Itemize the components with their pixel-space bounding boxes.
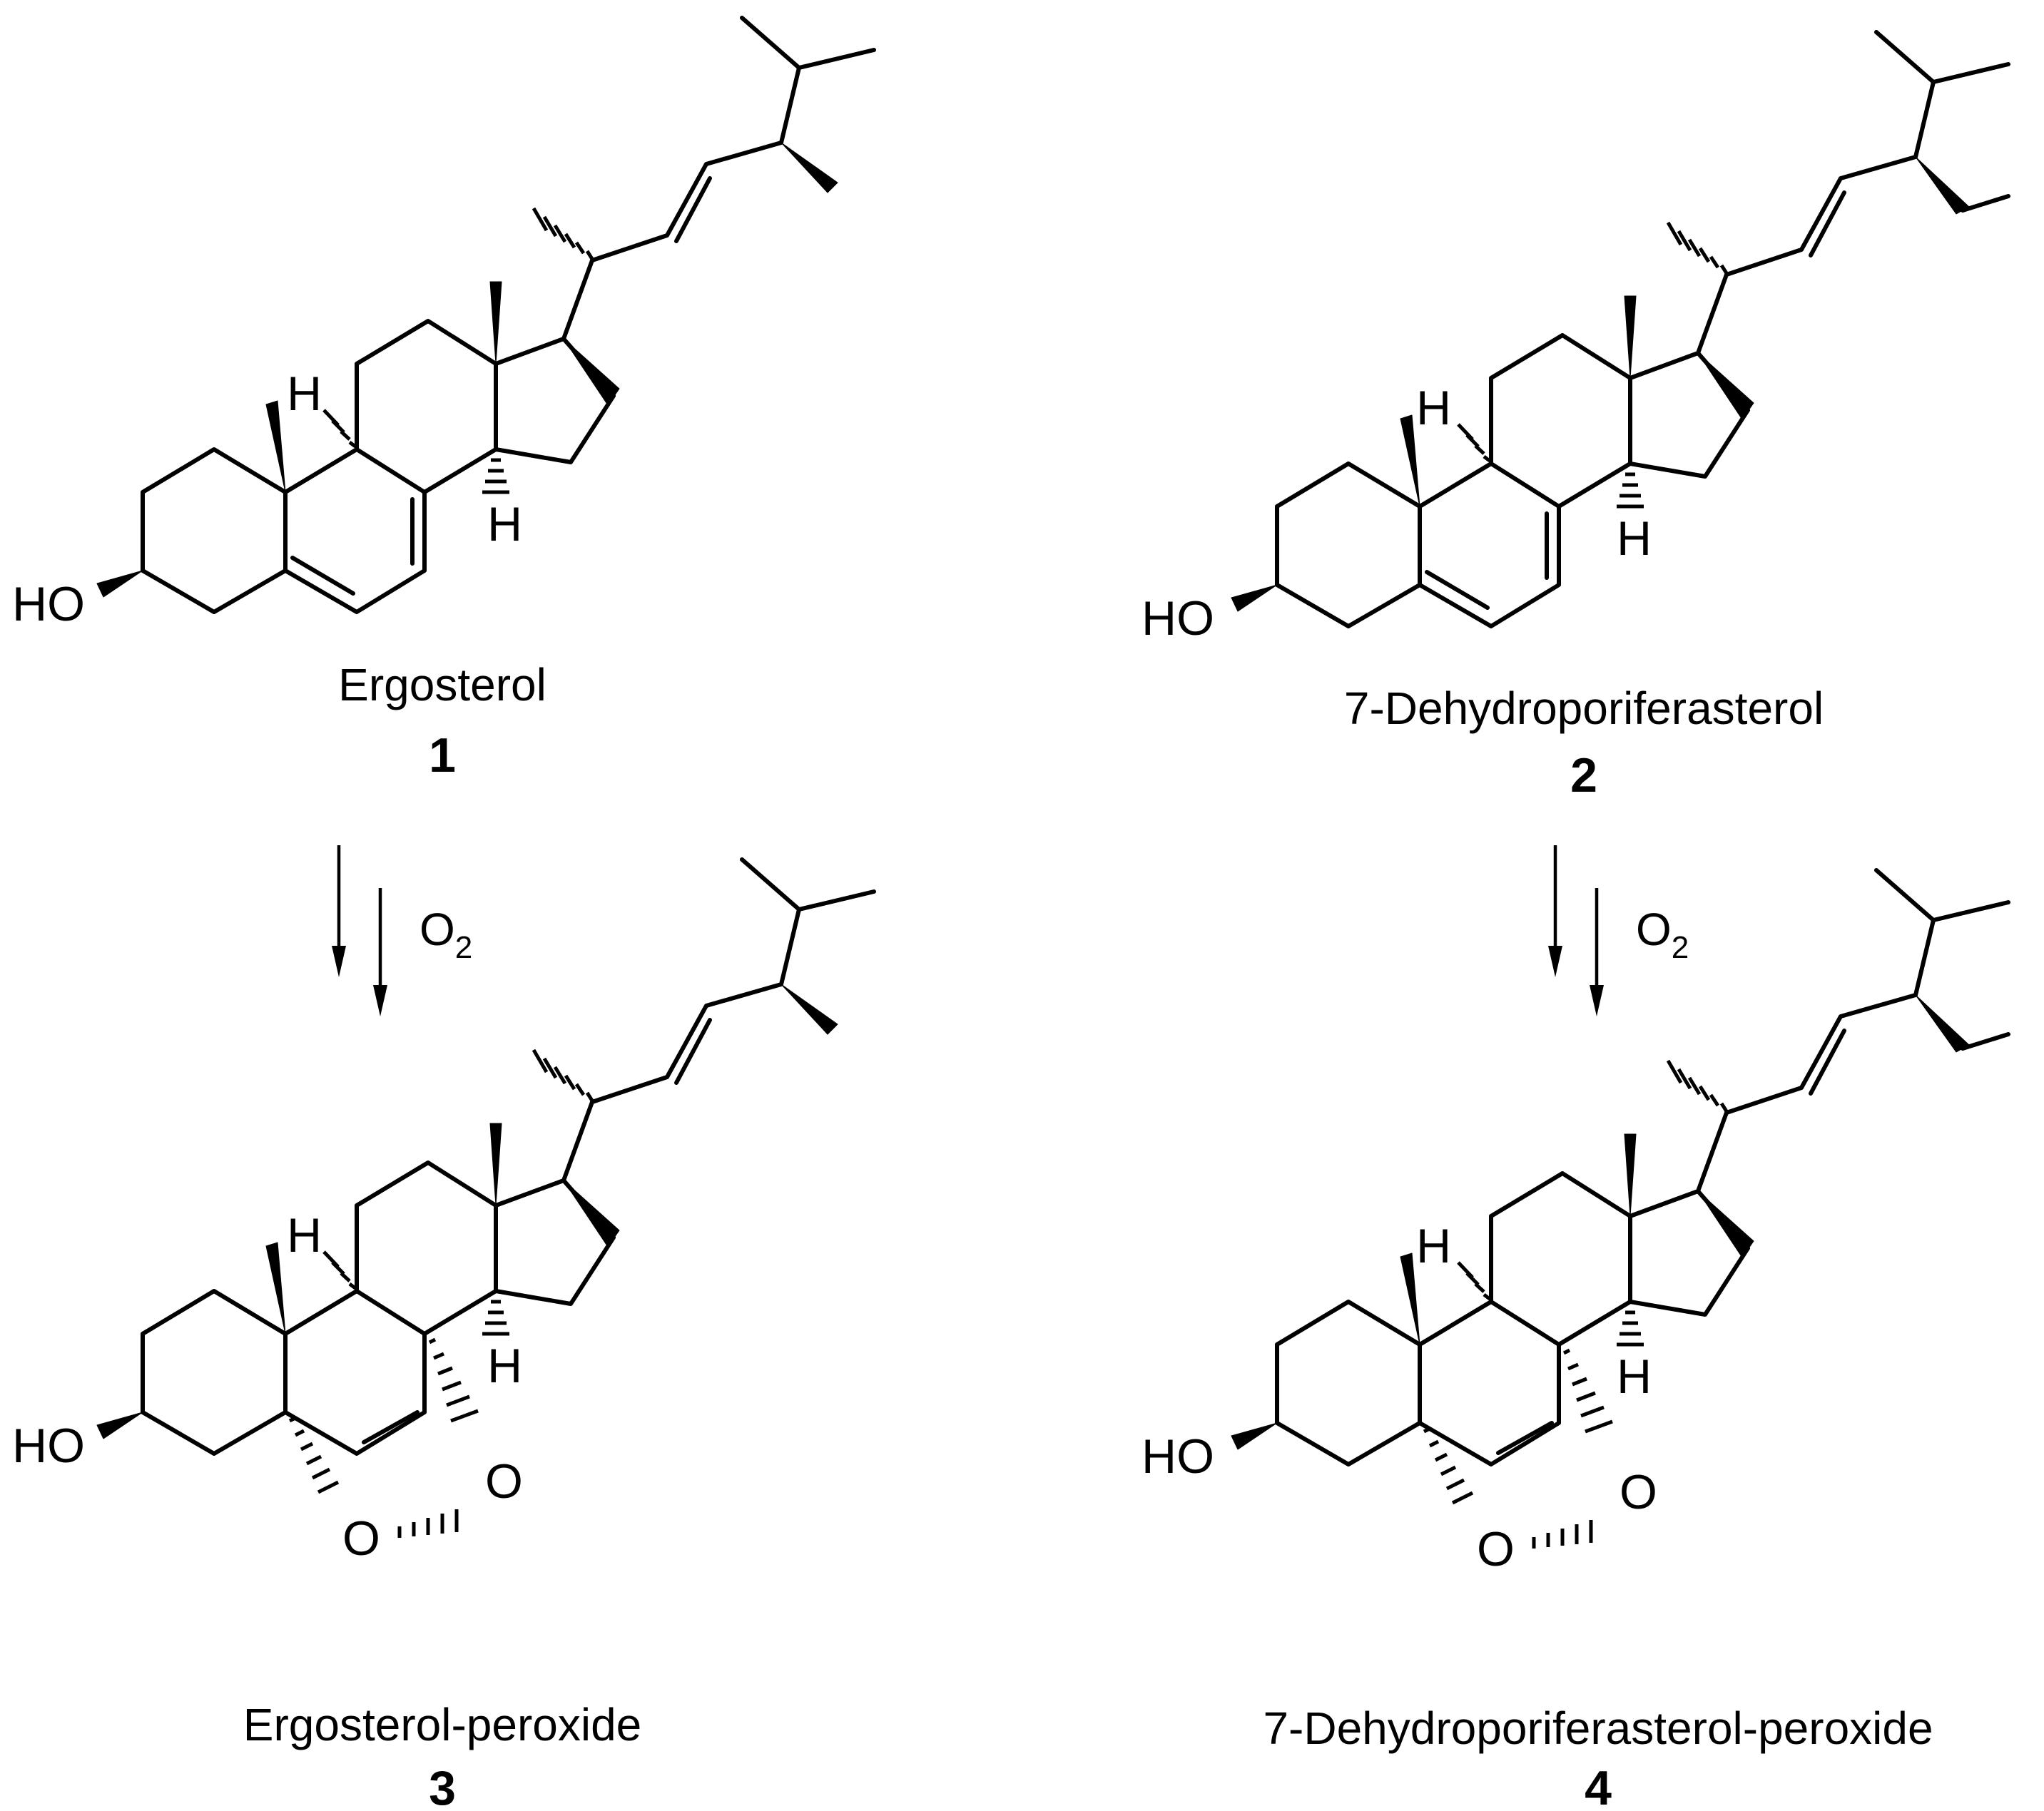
hydroxyl-label: HO [12, 1419, 85, 1473]
reaction-arrow [1548, 845, 1604, 1016]
reagent-label: O2 [420, 904, 472, 965]
structure-ergosterol-peroxide: HO H H O O [12, 859, 874, 1566]
hydrogen-label: H [1617, 511, 1652, 566]
hydrogen-label: H [287, 367, 322, 421]
compound-number: 3 [429, 1761, 456, 1811]
compound-number: 4 [1585, 1761, 1612, 1811]
compound-name: Ergosterol-peroxide [243, 1699, 642, 1750]
oxygen-label: O [342, 1511, 380, 1566]
reaction-arrow [332, 845, 387, 1016]
oxygen-label: O [1477, 1522, 1515, 1576]
hydrogen-label: H [1617, 1350, 1652, 1404]
hydroxyl-label: HO [12, 577, 85, 631]
oxygen-label: O [1620, 1465, 1657, 1519]
hydrogen-label: H [487, 1339, 522, 1393]
compound-name: 7-Dehydroporiferasterol-peroxide [1263, 1703, 1933, 1754]
compound-number: 1 [429, 728, 456, 782]
reagent-label: O2 [1636, 904, 1689, 965]
oxygen-label: O [485, 1454, 523, 1509]
compound-name: Ergosterol [338, 659, 546, 710]
hydroxyl-label: HO [1142, 591, 1214, 646]
structure-7-dehydroporiferasterol: HO H H [1142, 32, 2008, 646]
structure-ergosterol: HO H H [12, 18, 874, 631]
hydrogen-label: H [1416, 1219, 1451, 1273]
hydrogen-label: H [1416, 381, 1451, 435]
structure-7-dehydroporiferasterol-peroxide: HO H H O O [1142, 870, 2008, 1576]
compound-number: 2 [1570, 748, 1597, 802]
hydrogen-label: H [287, 1208, 322, 1262]
hydroxyl-label: HO [1142, 1429, 1214, 1484]
compound-name: 7-Dehydroporiferasterol [1344, 683, 1824, 734]
hydrogen-label: H [487, 497, 522, 551]
